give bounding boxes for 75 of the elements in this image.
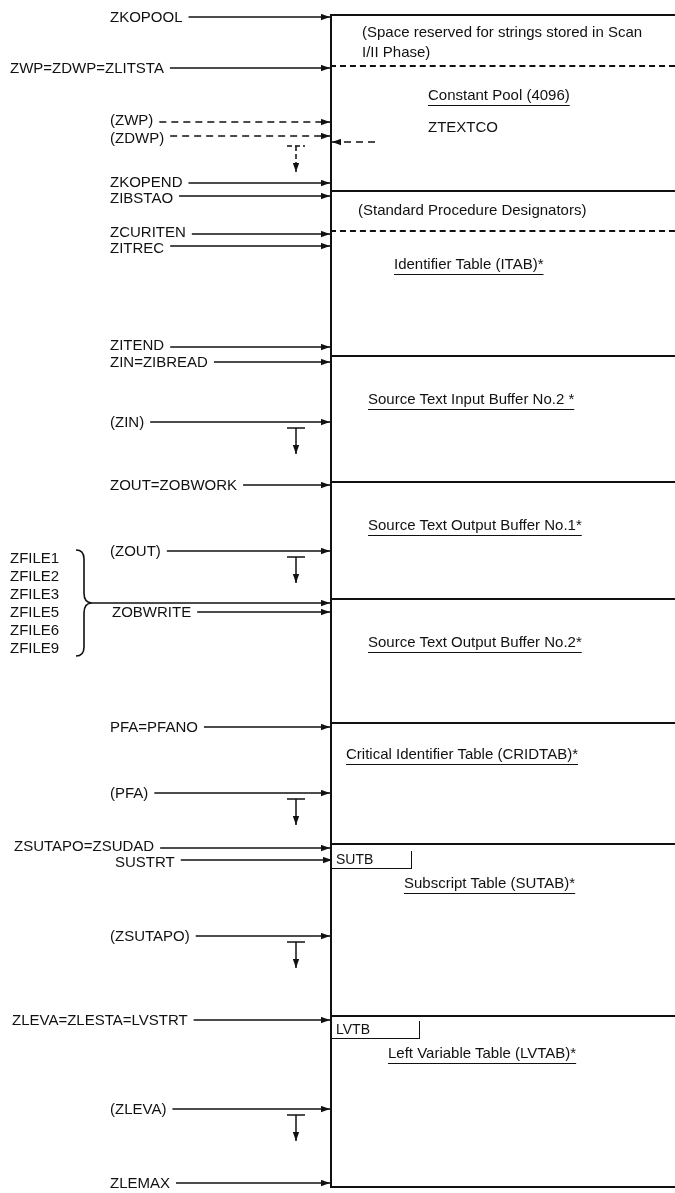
arrow [91,599,331,607]
pointer-label: (ZIN) [110,414,145,430]
arrow [194,932,331,940]
file-name: ZFILE2 [10,568,60,584]
file-name: ZFILE3 [10,586,60,602]
memory-region [330,14,675,65]
arrow [203,723,331,731]
pointer-label: (ZWP) [110,112,154,128]
memory-region [330,230,675,355]
tag-box: SUTB [332,851,412,869]
pointer-label: ZCURITEN [110,224,186,240]
pointer-label: (ZDWP) [110,130,165,146]
note-text: (Standard Procedure Designators) [358,202,587,218]
pointer-label: ZOBWRITE [112,604,192,620]
pointer-label: (ZOUT) [110,543,161,559]
pointer-label: ZWP=ZDWP=ZLITSTA [10,60,164,76]
arrow [187,179,331,187]
arrow [158,118,331,126]
memory-region [330,190,675,230]
arrow [166,547,331,555]
pointer-label: ZSUTAPO=ZSUDAD [14,838,155,854]
arrow [153,789,331,797]
arrow [191,230,331,238]
tag-box: LVTB [332,1021,420,1039]
pointer-label: (PFA) [110,785,149,801]
arrow [159,844,331,852]
arrow [175,1179,331,1187]
memory-region [330,481,675,598]
pointer-label: ZKOPEND [110,174,183,190]
pointer-label: ZITEND [110,337,165,353]
arrow [331,138,376,146]
arrow [187,13,331,21]
arrow [169,343,331,351]
pointer-label: ZOUT=ZOBWORK [110,477,238,493]
memory-region [330,1015,675,1188]
arrow [171,1105,331,1113]
region-title: Subscript Table (SUTAB)* [404,875,576,891]
region-title: Critical Identifier Table (CRIDTAB)* [346,746,578,762]
pointer-label: (ZLEVA) [110,1101,167,1117]
arrow [196,608,331,616]
memory-region [330,65,675,190]
region-title: Source Text Output Buffer No.2* [368,634,582,650]
arrow [213,358,331,366]
pointer-label: SUSTRT [115,854,175,870]
pointer-label: ZKOPOOL [110,9,183,25]
region-title: Left Variable Table (LVTAB)* [388,1045,577,1061]
note-text: (Space reserved for strings stored in Scan I/II Phase) [362,22,644,62]
pointer-label: ZLEMAX [110,1175,170,1191]
pointer-label: (ZSUTAPO) [110,928,190,944]
region-title: Source Text Output Buffer No.1* [368,517,582,533]
pointer-label: ZIN=ZIBREAD [110,354,208,370]
arrow [192,1016,331,1024]
symbol-name: ZTEXTCO [428,119,498,135]
pointer-label: ZLEVA=ZLESTA=LVSTRT [12,1012,188,1028]
arrow [169,64,331,72]
memory-region [330,355,675,481]
memory-region [330,722,675,843]
arrow [149,418,331,426]
arrow [178,192,331,200]
file-name: ZFILE5 [10,604,60,620]
region-title: Constant Pool (4096) [428,87,570,103]
memory-region [330,843,675,1015]
file-name: ZFILE1 [10,550,60,566]
arrow [169,132,331,140]
arrow [180,856,333,864]
memory-region [330,598,675,722]
arrow [242,481,331,489]
pointer-label: PFA=PFANO [110,719,198,735]
pointer-label: ZITREC [110,240,165,256]
arrow [169,242,331,250]
region-title: Source Text Input Buffer No.2 * [368,391,575,407]
pointer-label: ZIBSTAO [110,190,174,206]
region-title: Identifier Table (ITAB)* [394,256,544,272]
file-name: ZFILE9 [10,640,60,656]
file-name: ZFILE6 [10,622,60,638]
